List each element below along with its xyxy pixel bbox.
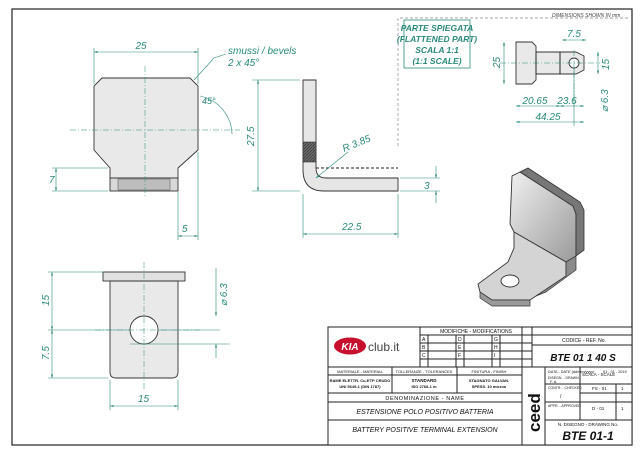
scale-value-4: 1 [621,406,624,411]
drawing-no-value: BTE 01-1 [562,429,614,443]
drawn-label: DISEGN. - DRAWN [548,376,579,380]
scale-value-3: D - 01 [592,406,605,411]
drawn-value: F. A. [550,380,557,384]
flattened-title-3: SCALA 1:1 [415,45,459,55]
material-header: MATERIALE - MATERIAL [337,369,383,374]
bottom-dim-hole: ⌀ 6.3 [219,283,230,306]
brand-ceed: ceed [525,393,544,432]
side-dim-len: 22.5 [341,222,362,233]
scale-value-1: FS - 01 [592,386,607,391]
flattened-dim-a: 20.65 [521,96,547,107]
flattened-title-2: (FLATTENED PART) [397,34,477,44]
mod-header: MODIFICHE - MODIFICATIONS [440,329,513,335]
date-label: DATA - DATE (dd/mm/yyyy) [548,370,595,374]
mod-letter-b: B [422,345,426,351]
units-note: DIMENSIONS SHOWN IN mm [552,13,620,19]
side-dim-height: 27.5 [246,126,257,147]
flattened-title-box [403,19,471,69]
scale-slash: / [560,394,562,400]
front-plate [93,77,199,179]
mod-letter-a: A [422,337,426,343]
denomination-header: DENOMINAZIONE - NAME [385,396,464,402]
finish-value-2: SPESS. 10 micron [472,384,507,389]
bottom-dim-15v: 15 [41,294,52,306]
flattened-dim-top: 7.5 [567,29,581,40]
bottom-dim-75: 7.5 [41,346,52,360]
bevel-note-1: smussi / bevels [228,46,296,57]
bottom-view: 15 7.5 15 ⌀ 6.3 [41,262,230,410]
finish-header: FINITURA - FINISH [472,369,507,374]
front-dim-5: 5 [182,224,188,235]
bottom-dim-15h: 15 [138,394,150,405]
material-value: RAME ELETTR. Cu-ETP CRUDO [330,378,391,383]
logo-club: club.it [368,340,400,354]
isometric-view [477,167,585,307]
mod-letter-e: E [458,345,462,351]
side-dim-thick: 3 [424,181,430,192]
title-block: KIA club.it MODIFICHE - MODIFICATIONS A … [327,326,633,446]
front-dim-7: 7 [49,175,55,186]
date-value: 01 - 01 - 2019 [603,370,627,374]
tolerance-value: STANDARD [412,378,438,383]
code-header: CODICE - REF. No. [562,338,606,344]
front-view: 25 smussi / bevels 2 x 45° 45° 7 5 [49,41,296,240]
scale-value-2: 1 [621,386,624,391]
drawing-no-label: N. DISEGNO - DRAWING No. [558,422,618,427]
iso-hole [500,274,520,288]
sheet-border [11,8,633,446]
mod-letter-h: H [494,345,498,351]
bevel-note-2: 2 x 45° [227,58,259,69]
part-name-en: BATTERY POSITIVE TERMINAL EXTENSION [352,427,498,434]
mod-letter-f: F [458,353,461,359]
tolerance-header: TOLLERANZE - TOLERANCES [396,369,453,374]
part-name-it: ESTENSIONE POLO POSITIVO BATTERIA [356,409,494,416]
approved-label: APPR. - APPROVED [548,404,581,408]
mod-letter-i: I [494,353,495,359]
front-dim-width: 25 [134,41,147,52]
code-value: BTE 01 1 40 S [550,353,616,364]
side-profile [302,79,399,192]
flattened-title-1: PARTE SPIEGATA [401,23,474,33]
flattened-dim-right: 15 [601,58,612,70]
front-angle: 45° [202,96,216,106]
mod-letter-g: G [494,337,498,343]
checked-label: CONTR. - CHECKED [548,386,582,390]
flattened-title-4: (1:1 SCALE) [412,56,461,66]
flattened-dim-b: 23.6 [556,96,577,107]
mod-letter-d: D [458,337,462,343]
scale-label: SCALA - SCALE [582,372,615,377]
flattened-dim-hole: ⌀ 6.3 [600,89,611,112]
kia-logo-badge [334,337,366,355]
tolerance-value-2: ISO 2768-1 m [411,384,437,389]
material-value-2: UNI 5649-1 (DIN 1787) [339,384,381,389]
flattened-part-view: PARTE SPIEGATA (FLATTENED PART) SCALA 1:… [397,17,628,146]
side-radius: R 3.85 [341,133,373,154]
flattened-dim-left: 25 [492,56,503,69]
mod-letter-c: C [422,353,426,359]
logo-kia: KIA [341,342,358,353]
side-view: 27.5 R 3.85 3 22.5 [246,79,440,238]
finish-value: STAGNATO GALVAN. [469,378,509,383]
flattened-dim-total: 44.25 [535,112,560,123]
